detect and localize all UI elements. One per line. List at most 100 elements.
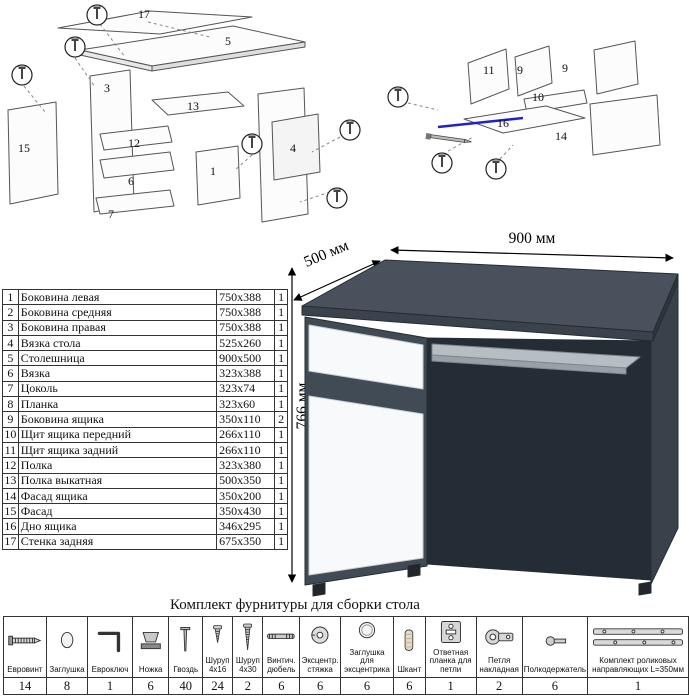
part-size: 675x350 [216,533,276,551]
hardware-item-label: Полкодержатель [523,665,587,675]
hardware-item-qty: 40 [168,677,204,695]
drawer-slide-highlight [437,116,524,129]
part-number: 4 [2,334,19,352]
hardware-item-cell: Гвоздь [168,616,204,678]
part-name: Стенка задняя [17,533,218,551]
screw-short-icon [203,617,232,656]
hardware-item-label: Комплект роликовых направляющих L=350мм [592,656,684,675]
furniture-leg-icon [133,617,169,665]
part-number-label: 9 [517,63,523,77]
hinge-plate-icon [426,617,476,648]
hardware-item-qty: 1 [87,677,133,695]
drawer-front [308,324,424,390]
part-number-label: 16 [497,116,509,130]
desk-leg [638,581,652,596]
part-name: Полка [17,457,218,474]
hinge-icon [477,617,522,656]
wood-dowel-icon [394,617,425,665]
hardware-item-label: Винтич. дюбель [266,656,296,675]
part-number: 13 [2,472,19,489]
drawer-panels [463,40,661,156]
hardware-kit-title: Комплект фурнитуры для сборки стола [170,597,420,613]
part-number: 5 [2,350,19,367]
part-number-label: 3 [104,81,110,95]
part-name: Вязка [17,365,218,382]
hardware-item-qty: 24 [202,677,234,695]
part-number: 14 [2,487,19,505]
hardware-item-cell: Комплект роликовых направляющих L=350мм [587,616,689,678]
part-name: Дно ящика [17,518,218,535]
part-number: 11 [2,441,19,459]
part-number: 12 [2,457,19,474]
part-name: Боковина средняя [17,304,218,321]
screw-long-icon [233,617,262,656]
part-number-label: 5 [225,34,231,48]
plug-icon [47,617,87,665]
part-number-label: 4 [290,141,296,155]
hardware-item-label: Шуруп 4x30 [235,656,260,675]
door-front [308,395,424,576]
part-number-label: 12 [128,136,140,150]
hardware-item-qty: 6 [131,677,170,695]
hardware-item-cell: Шуруп 4x16 [202,616,234,678]
desk-leg [312,582,326,597]
width-dimension-arrow [390,246,674,262]
part-number-label: 9 [562,61,568,75]
hardware-item-label: Евроключ [91,665,129,675]
desk-render: 900 мм 500 мм 766 мм [287,230,679,597]
part-number: 8 [2,396,19,413]
fastener-detail-icons [387,86,507,180]
cam-lock-icon [300,617,340,656]
part-name: Боковина правая [17,319,218,336]
part-name: Щит ящика задний [17,441,218,459]
hardware-item-qty: 6 [521,677,589,695]
hardware-item-qty: 6 [393,677,426,695]
cam-cover-icon [341,617,393,648]
part-number-label: 6 [128,174,134,188]
part-name: Щит ящика передний [17,426,218,443]
hardware-item-qty: 6 [299,677,342,695]
hardware-item-cell: Заглушка для эксцентрика [340,616,394,678]
hardware-item-label: Ножка [138,665,163,675]
hardware-item-qty: 1 [424,677,477,695]
hardware-item-cell: Евроключ [87,616,133,678]
width-dimension-label: 900 мм [509,230,556,247]
hardware-item-cell: Заглушка [45,616,89,678]
part-size: 323x74 [216,380,276,398]
hardware-item-cell: Эксцентр. стяжка [299,616,342,678]
hardware-item-label: Шкант [397,665,422,675]
long-screw-icon [425,133,472,143]
part-name: Вязка стола [17,334,218,352]
part-name: Фасад [17,503,218,520]
hardware-item-label: Ответная планка для петли [429,647,472,675]
part-number-label: 14 [555,129,567,143]
part-name: Планка [17,396,218,413]
hardware-item-cell: Ножка [131,616,170,678]
shelf-pin-icon [523,617,587,665]
hardware-item-cell: Ответная планка для петли [424,616,477,678]
part-number: 17 [2,533,19,551]
part-number: 7 [2,380,19,398]
hardware-item-label: Шуруп 4x16 [205,656,230,675]
part-number: 1 [2,288,19,306]
part-number-label: 15 [18,141,30,155]
part-name: Полка выкатная [17,472,218,489]
hardware-item-qty: 8 [45,677,89,695]
nail-icon [169,617,202,665]
part-name: Столешница [17,350,218,367]
